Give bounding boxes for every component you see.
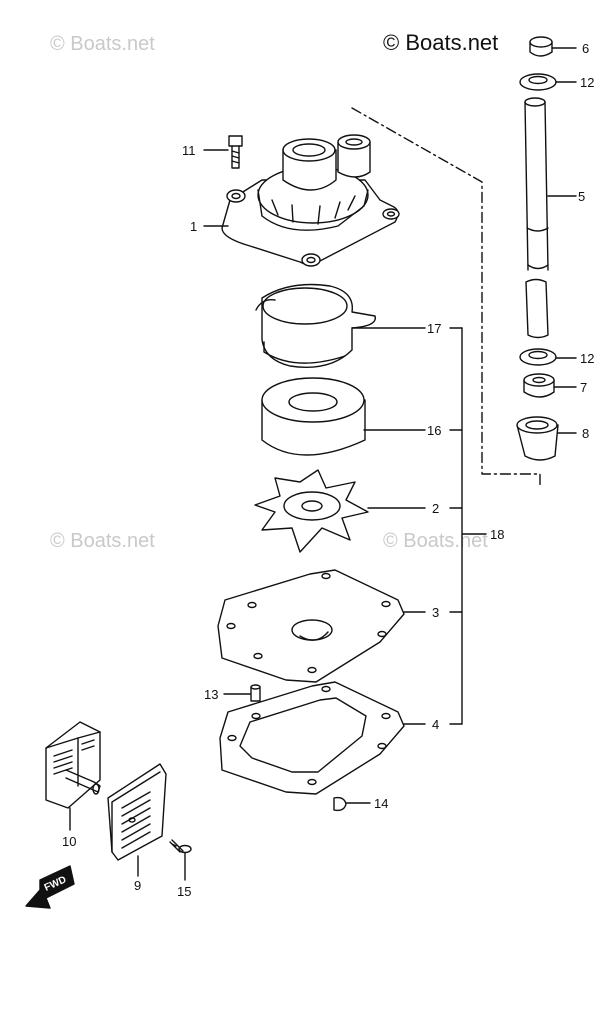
- callout-14: 14: [374, 796, 388, 811]
- gasket-part: [219, 681, 405, 795]
- callout-1: 1: [190, 219, 197, 234]
- seal-lower-part: [519, 348, 557, 366]
- callout-12-upper: 12: [580, 75, 594, 90]
- water-tube-part: [524, 97, 549, 339]
- callout-10: 10: [62, 834, 76, 849]
- callout-16: 16: [427, 423, 441, 438]
- callout-18: 18: [490, 527, 504, 542]
- fitting-part: [45, 721, 101, 809]
- callout-5: 5: [578, 189, 585, 204]
- callout-9: 9: [134, 878, 141, 893]
- grommet-part: [529, 36, 553, 57]
- callout-6: 6: [582, 41, 589, 56]
- seal-upper-part: [519, 73, 557, 91]
- wear-plate-part: [217, 569, 405, 683]
- assembly-line: [351, 107, 541, 486]
- leader-lines: [69, 47, 577, 881]
- impeller-part: [254, 469, 369, 553]
- callout-7: 7: [580, 380, 587, 395]
- screen-part: [107, 763, 167, 861]
- liner-part: [255, 283, 376, 368]
- callout-2: 2: [432, 501, 439, 516]
- fwd-arrow: FWD: [25, 865, 75, 909]
- callout-17: 17: [427, 321, 441, 336]
- dowel-pin-part: [250, 684, 261, 702]
- key-part: [333, 796, 347, 812]
- watermark-top-right: © Boats.net: [383, 30, 498, 55]
- callout-12-lower: 12: [580, 351, 594, 366]
- callout-13: 13: [204, 687, 218, 702]
- callout-3: 3: [432, 605, 439, 620]
- guide-part: [516, 416, 559, 461]
- cushion-part: [261, 377, 366, 456]
- pump-case-part: [221, 134, 400, 267]
- bolt-part: [228, 135, 243, 169]
- watermark-top-left: © Boats.net: [50, 33, 155, 55]
- callout-labels: 11 1 6 12 5 12 7 8 17 16 2 3 4 18 13 14 …: [62, 41, 594, 899]
- grommet-lower-part: [523, 373, 555, 398]
- callout-11: 11: [182, 143, 196, 158]
- screw-part: [169, 839, 192, 854]
- callout-4: 4: [432, 717, 439, 732]
- callout-15: 15: [177, 884, 191, 899]
- callout-8: 8: [582, 426, 589, 441]
- watermark-mid-left: © Boats.net: [50, 530, 155, 552]
